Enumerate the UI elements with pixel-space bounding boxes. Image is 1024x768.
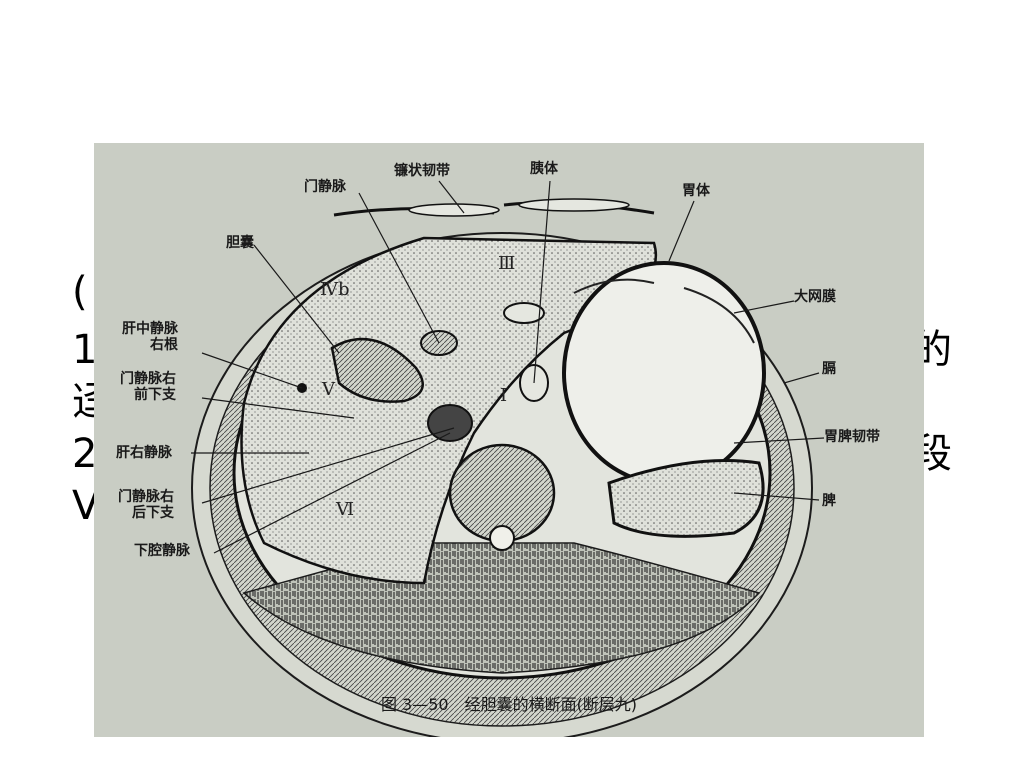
label-gallbladder: 胆囊 xyxy=(226,235,254,251)
segment-v: Ⅴ xyxy=(322,379,335,400)
label-portal-vein: 门静脉 xyxy=(304,179,346,195)
slide-text-line2-left: 1 xyxy=(72,327,98,373)
stomach xyxy=(562,261,766,485)
label-greater-omentum: 大网膜 xyxy=(794,289,836,305)
cross-section-drawing xyxy=(191,180,825,737)
ivc-shape xyxy=(427,404,473,442)
spleen-shape xyxy=(607,459,765,538)
anatomy-figure: Ⅲ Ⅳb Ⅴ Ⅰ Ⅵ 门静脉 镰状韧带 胰体 胃体 胆囊 大网膜 肝中静脉 右根… xyxy=(94,143,924,737)
label-right-hepatic-vein: 肝右静脉 xyxy=(116,445,172,461)
label-ivc: 下腔静脉 xyxy=(134,543,190,559)
leader-lines xyxy=(191,180,825,554)
label-falciform-ligament: 镰状韧带 xyxy=(394,163,450,179)
segment-i: Ⅰ xyxy=(500,385,508,406)
gallbladder-shape xyxy=(330,337,424,403)
segment-vi: Ⅵ xyxy=(336,499,355,520)
label-stomach-body: 胃体 xyxy=(682,183,710,199)
label-gastrosplenic-ligament: 胃脾韧带 xyxy=(824,429,880,445)
label-diaphragm: 膈 xyxy=(822,361,836,377)
segment-iii: Ⅲ xyxy=(498,253,516,274)
segment-ivb: Ⅳb xyxy=(320,279,350,300)
label-spleen: 脾 xyxy=(822,493,836,509)
figure-caption: 图 3—50 经胆囊的横断面(断层九) xyxy=(380,695,638,714)
slide-text-line4-left: 2 xyxy=(72,431,98,477)
label-portal-right-ant-inf: 门静脉右 前下支 xyxy=(120,371,176,404)
label-pancreas-body: 胰体 xyxy=(530,161,558,177)
label-portal-right-post-inf: 门静脉右 后下支 xyxy=(118,489,174,522)
label-mid-hepatic-vein-right-root: 肝中静脉 右根 xyxy=(122,321,178,354)
slide-text-line1: ( xyxy=(72,269,88,315)
